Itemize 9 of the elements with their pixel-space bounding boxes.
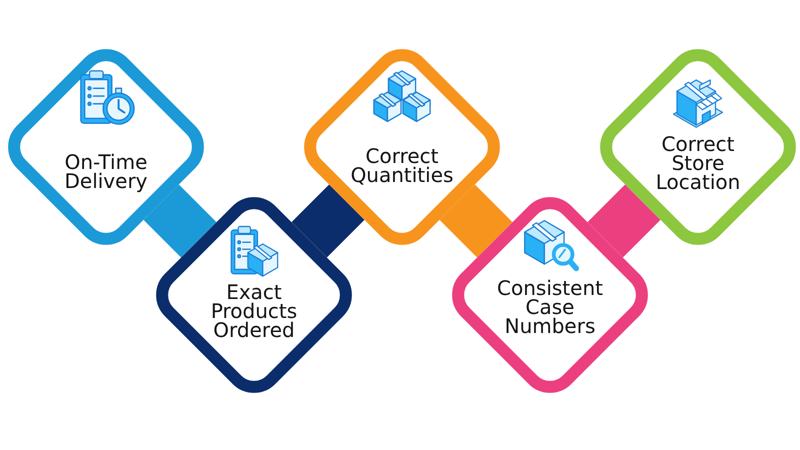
connector-bar [440,184,512,258]
node-label: Exact Products Ordered [210,283,298,340]
node-label: On-Time Delivery [63,153,149,191]
connector-bar [588,184,660,258]
connector-bar [292,184,364,258]
connector-bar [144,184,216,258]
node-label: Correct Store Location [654,135,742,192]
node-label: Consistent Case Numbers [496,279,604,336]
node-label: Correct Quantities [350,147,454,185]
